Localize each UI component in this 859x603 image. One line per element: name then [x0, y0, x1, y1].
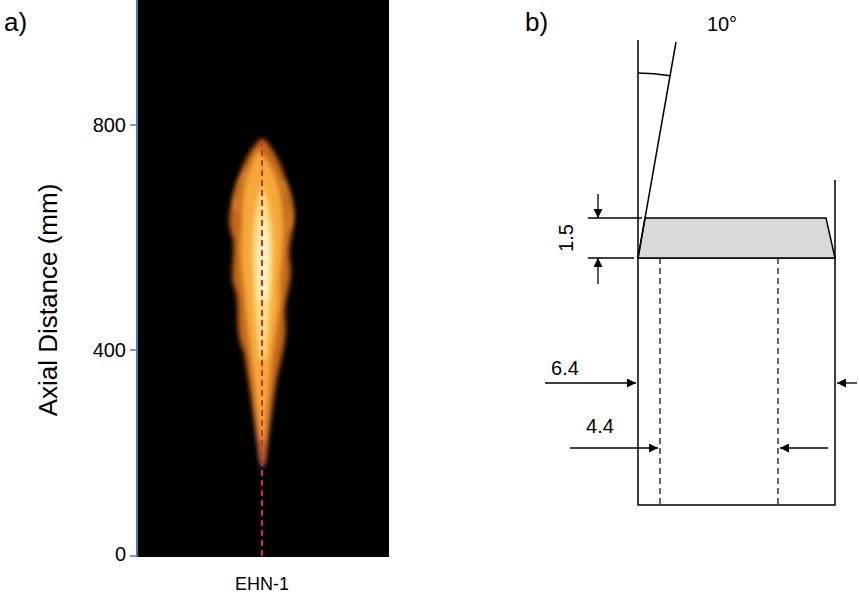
- nozzle-drawing: [638, 40, 835, 505]
- centerline: [261, 140, 263, 557]
- height-dimension: 1.5: [556, 224, 576, 252]
- axis-line: [136, 0, 138, 557]
- sample-label: EHN-1: [235, 575, 289, 593]
- tick-label: 0: [115, 544, 126, 564]
- inner-diameter: 4.4: [586, 416, 614, 436]
- axis-tick: [130, 555, 137, 557]
- axis-tick: [130, 349, 137, 351]
- axis-tick: [130, 124, 137, 126]
- panel-letter: b): [525, 9, 548, 35]
- tick-label: 800: [93, 115, 126, 135]
- outer-diameter: 6.4: [551, 358, 579, 378]
- axis-title: Axial Distance (mm): [35, 184, 61, 417]
- tick-label: 400: [93, 340, 126, 360]
- photo-background: [137, 0, 389, 557]
- dimension-lines: [545, 194, 857, 448]
- angle-dimension: 10°: [707, 14, 737, 34]
- panel-letter: a): [4, 9, 27, 35]
